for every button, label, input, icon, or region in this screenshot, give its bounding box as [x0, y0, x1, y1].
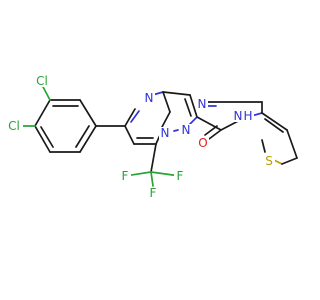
atom-labels: N N N O N H N S Cl Cl F F F [5, 74, 275, 200]
bond [79, 125, 97, 153]
atom-s-thiophene: S [265, 154, 273, 168]
bond [261, 112, 288, 131]
bond [41, 84, 51, 101]
atom-n-pyrazole: N [182, 123, 191, 137]
atom-o-carbonyl: O [198, 136, 207, 150]
bond [150, 171, 154, 187]
bond [208, 129, 222, 140]
bond [75, 125, 90, 148]
bond [204, 125, 218, 136]
bond [189, 94, 198, 118]
atom-n-bridge: N [161, 126, 170, 140]
bond [124, 125, 135, 145]
bond [286, 129, 298, 159]
atom-n-pyrimidine: N [145, 91, 154, 105]
bond [281, 157, 298, 165]
molecule-structure: N N N O N H N S Cl Cl F F F [5, 74, 298, 200]
bond [173, 129, 179, 132]
bond [124, 108, 136, 127]
atom-n-amide: N [234, 109, 243, 123]
bond [130, 110, 140, 123]
bond [79, 99, 97, 127]
bond [34, 125, 51, 153]
atom-f-left: F [122, 169, 129, 183]
bond [150, 143, 157, 173]
bond-layer [19, 84, 298, 187]
bond [162, 91, 191, 96]
bond [161, 111, 171, 128]
atom-f-center: F [150, 186, 157, 200]
bond [40, 126, 54, 148]
atom-f-right: F [177, 169, 184, 183]
bond [261, 139, 266, 153]
bond [264, 118, 284, 133]
bond [196, 116, 222, 131]
bond [162, 91, 171, 113]
bond [34, 99, 51, 127]
atom-cl-upper: Cl [36, 74, 48, 88]
atom-h-amide: H [243, 109, 252, 123]
atom-cl-lower: Cl [8, 119, 20, 133]
atom-n-nitrile: N [198, 97, 207, 111]
bond [184, 98, 192, 117]
